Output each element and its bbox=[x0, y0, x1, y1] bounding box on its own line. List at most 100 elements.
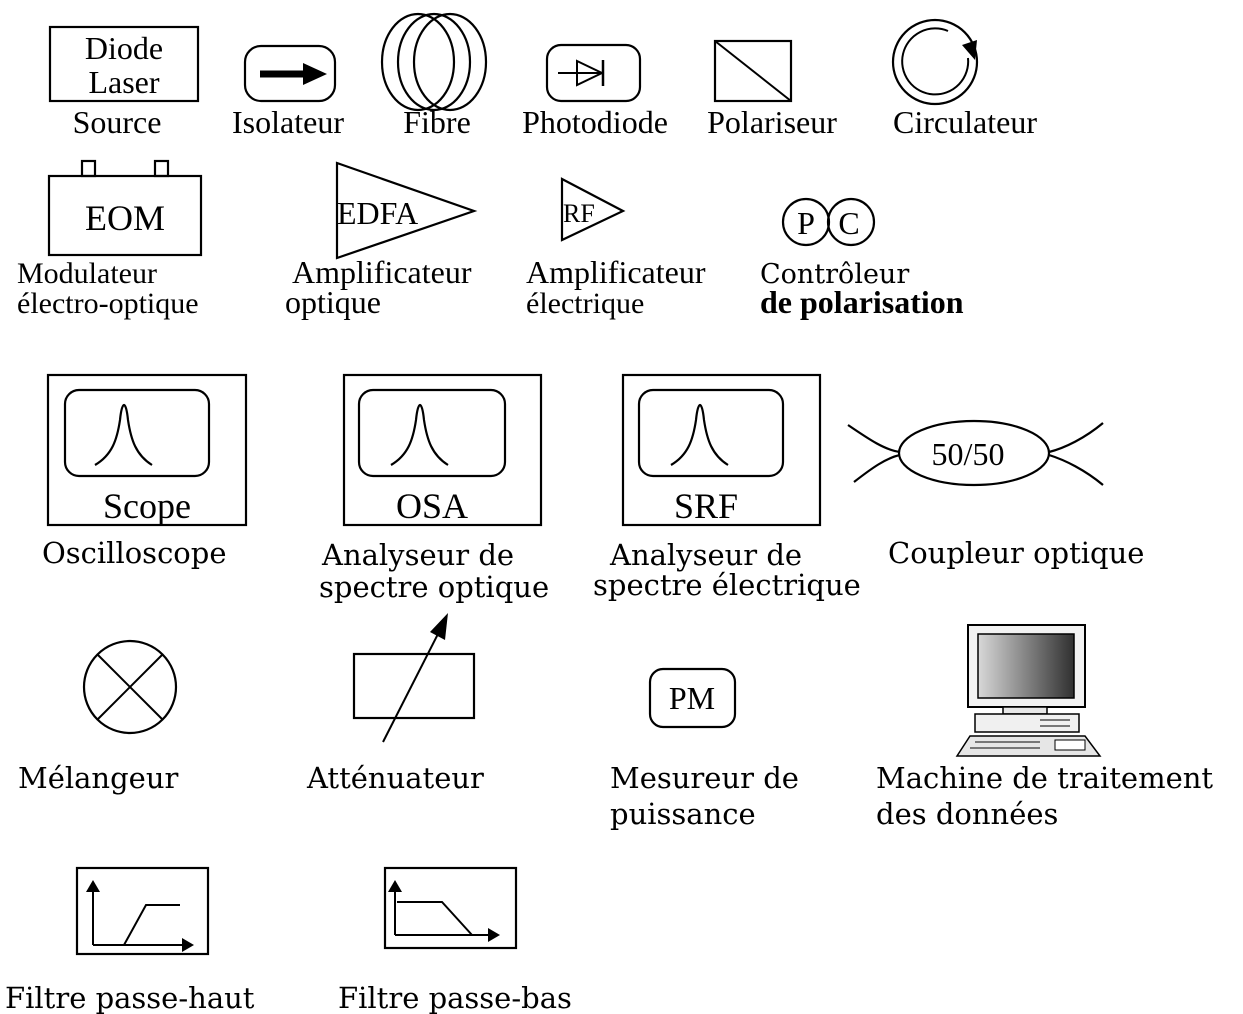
coupler-inner-label: 50/50 bbox=[932, 436, 1005, 472]
mixer-cross-b bbox=[96, 653, 164, 721]
attenuator-label: Atténuateur bbox=[306, 761, 484, 795]
mixer-circle bbox=[82, 639, 178, 735]
source-inner-line2: Laser bbox=[88, 64, 159, 100]
computer-label-line2: des données bbox=[876, 797, 1058, 831]
attenuator-arrow-shaft bbox=[382, 629, 441, 743]
edfa-inner-label: EDFA bbox=[337, 195, 418, 231]
eom-inner-label: EOM bbox=[85, 198, 165, 238]
edfa-label-line1: Amplificateur bbox=[292, 254, 472, 290]
arrow-up-right-icon bbox=[430, 613, 448, 640]
axis-arrow-right-icon bbox=[182, 938, 194, 952]
power-meter-inner-label: PM bbox=[669, 680, 715, 716]
pol-p-label: P bbox=[797, 205, 815, 241]
rf-amp-label-line2: électrique bbox=[526, 287, 644, 320]
coupler-symbol: 50/50 bbox=[847, 419, 1104, 487]
circulator-label: Circulateur bbox=[893, 104, 1037, 140]
lowpass-label: Filtre passe-bas bbox=[338, 981, 572, 1014]
photodiode-label: Photodiode bbox=[522, 104, 668, 140]
srf-symbol: SRF bbox=[621, 373, 822, 527]
polarizer-box bbox=[713, 39, 793, 103]
pol-controller-symbol: P C bbox=[781, 197, 876, 247]
osa-frame bbox=[342, 373, 543, 527]
polarizer-diagonal bbox=[714, 40, 792, 102]
rf-amp-inner-label: RF bbox=[563, 199, 595, 228]
attenuator-symbol bbox=[352, 613, 476, 743]
system-unit bbox=[974, 713, 1080, 733]
srf-label-line2: spectre électrique bbox=[593, 568, 861, 602]
peak-trace-icon bbox=[670, 403, 729, 466]
edfa-label-line2: optique bbox=[285, 284, 381, 320]
srf-label-line1: Analyseur de bbox=[609, 538, 802, 572]
srf-frame bbox=[621, 373, 822, 527]
isolator-symbol bbox=[243, 44, 337, 103]
coupler-fiber-out-bottom bbox=[1048, 453, 1104, 486]
axis-arrow-right-icon bbox=[488, 928, 500, 942]
diode-icon bbox=[576, 59, 605, 87]
circulator-symbol bbox=[891, 18, 979, 106]
circular-arrow-icon bbox=[901, 27, 970, 96]
edfa-symbol: EDFA bbox=[335, 161, 478, 260]
axis-arrow-up-icon bbox=[86, 880, 100, 892]
eom-box bbox=[47, 174, 203, 257]
highpass-label: Filtre passe-haut bbox=[5, 981, 255, 1014]
scope-inner-label: Scope bbox=[103, 486, 191, 526]
power-meter-symbol: PM bbox=[648, 667, 737, 729]
pol-controller-label-line1: Contrôleur bbox=[760, 259, 909, 290]
arrow-right-icon bbox=[303, 63, 327, 85]
fiber-label: Fibre bbox=[403, 104, 471, 140]
isolator-label: Isolateur bbox=[232, 104, 344, 140]
osa-symbol: OSA bbox=[342, 373, 543, 527]
highpass-frame bbox=[75, 866, 210, 956]
attenuator-box bbox=[352, 652, 476, 720]
scope-symbol: Scope bbox=[46, 373, 248, 527]
eom-label-line1: Modulateur bbox=[17, 257, 157, 290]
osa-label-line1: Analyseur de bbox=[321, 538, 514, 572]
source-inner-line1: Diode bbox=[85, 30, 163, 66]
rf-amp-triangle bbox=[560, 177, 626, 242]
scope-frame bbox=[46, 373, 248, 527]
srf-inner-label: SRF bbox=[674, 486, 738, 526]
edfa-triangle bbox=[335, 161, 478, 260]
eom-label-line2: électro-optique bbox=[17, 287, 199, 320]
peak-trace-icon bbox=[390, 403, 449, 466]
lowpass-response-curve bbox=[397, 901, 473, 936]
highpass-response-curve bbox=[123, 904, 180, 946]
source-label: Source bbox=[73, 104, 162, 140]
rf-amp-label-line1: Amplificateur bbox=[526, 254, 706, 290]
pol-c-circle bbox=[826, 197, 876, 247]
computer-label-line1: Machine de traitement bbox=[876, 761, 1213, 795]
coupler-fiber-in-bottom bbox=[853, 453, 901, 483]
srf-screen bbox=[637, 388, 785, 478]
power-meter-box bbox=[648, 667, 737, 729]
osa-inner-label: OSA bbox=[396, 486, 468, 526]
pol-c-label: C bbox=[838, 205, 859, 241]
mixer-label: Mélangeur bbox=[18, 761, 179, 795]
scope-label: Oscilloscope bbox=[42, 536, 227, 570]
osa-screen bbox=[357, 388, 507, 478]
laser-diode-box bbox=[48, 25, 200, 103]
osa-label-line2: spectre optique bbox=[319, 570, 549, 604]
coupler-ellipse bbox=[897, 419, 1051, 487]
fiber-coil-icon bbox=[380, 12, 488, 112]
coupler-fiber-out-top bbox=[1048, 422, 1104, 454]
rf-amp-symbol: RF bbox=[560, 177, 626, 242]
source-symbol: Diode Laser bbox=[48, 25, 200, 103]
peak-trace-icon bbox=[94, 403, 153, 466]
pol-controller-label-line2: de polarisation bbox=[760, 284, 964, 320]
eom-symbol: EOM bbox=[47, 159, 203, 257]
circulator-outer-circle bbox=[891, 18, 979, 106]
power-meter-label-line1: Mesureur de bbox=[610, 761, 799, 795]
computer-icon bbox=[955, 624, 1102, 757]
polarizer-label: Polariseur bbox=[707, 104, 837, 140]
monitor-screen bbox=[977, 633, 1075, 699]
highpass-filter-symbol bbox=[75, 866, 210, 956]
axis-arrow-up-icon bbox=[388, 880, 402, 892]
lowpass-frame bbox=[383, 866, 518, 950]
polarizer-symbol bbox=[713, 39, 793, 103]
coupler-fiber-in-top bbox=[847, 424, 901, 454]
mixer-symbol bbox=[82, 639, 178, 735]
lowpass-filter-symbol bbox=[383, 866, 518, 950]
coupler-label: Coupleur optique bbox=[888, 536, 1144, 570]
photodiode-box bbox=[545, 43, 642, 103]
